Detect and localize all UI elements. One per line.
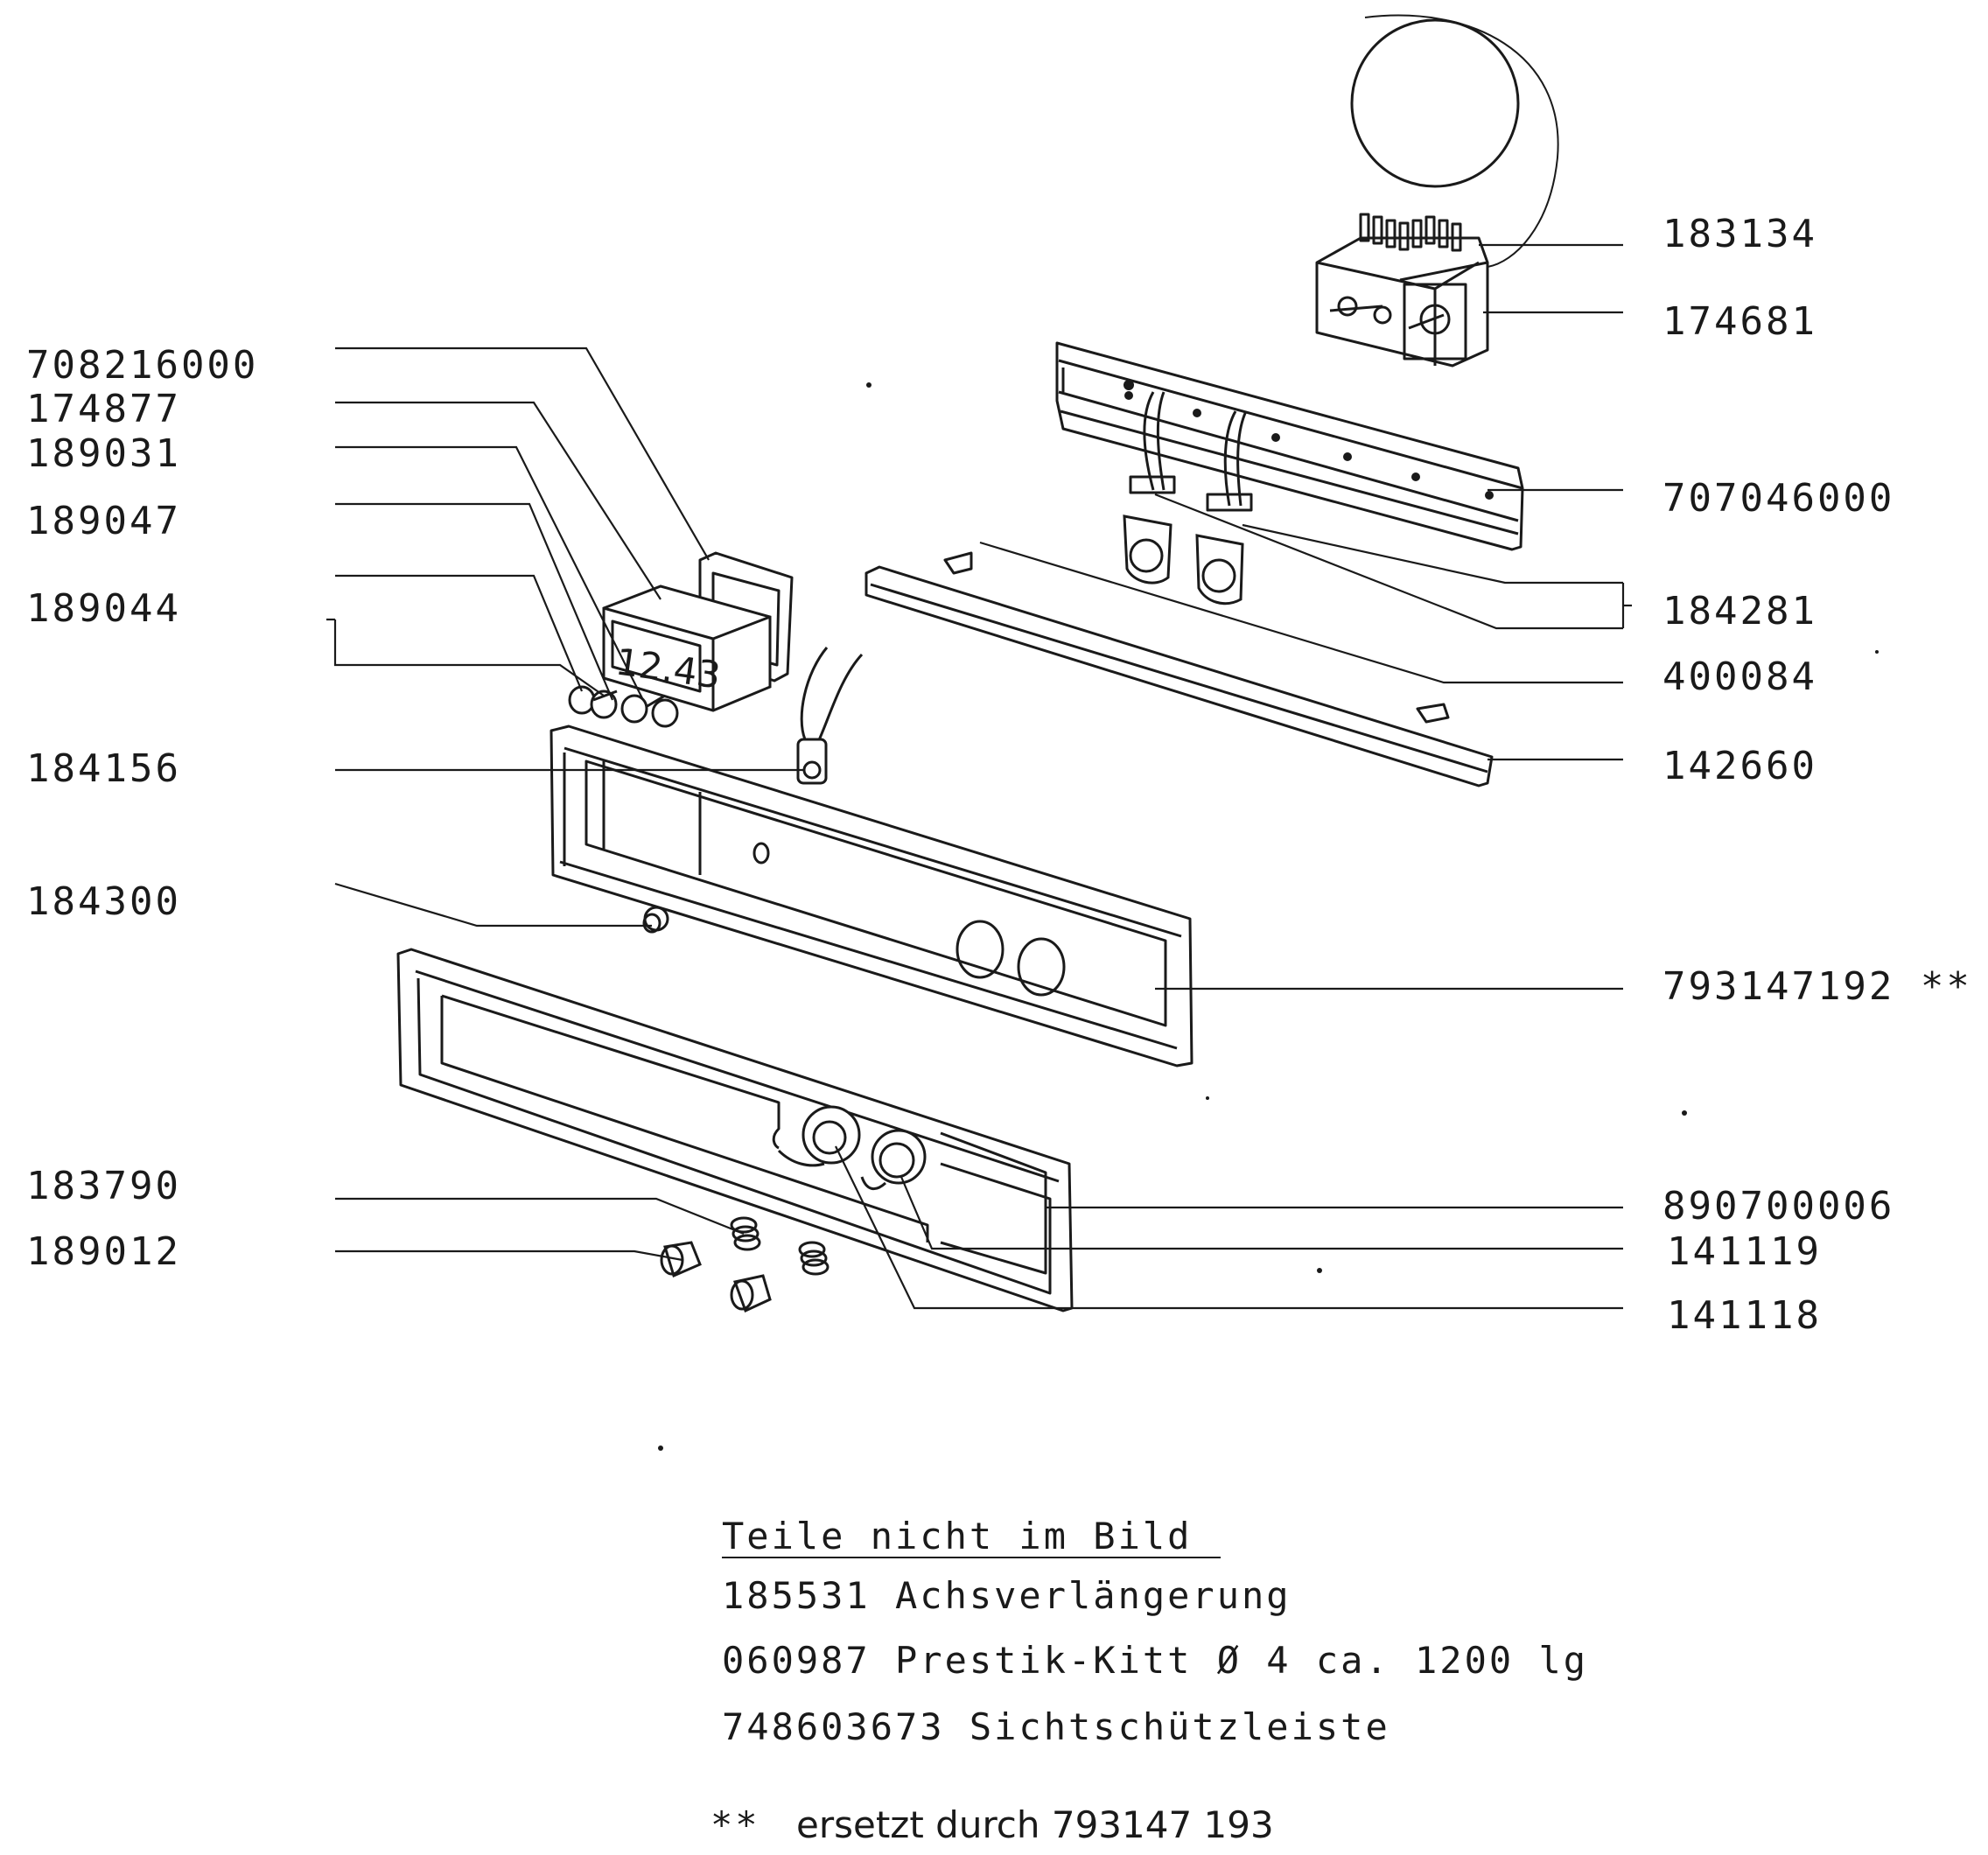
label-141118: 141118 [1667,1293,1822,1338]
label-141119: 141119 [1667,1229,1822,1274]
label-184300: 184300 [26,879,181,924]
label-189044: 189044 [26,586,181,631]
replacement-marker: ** [710,1803,760,1846]
front-panel-drawing [550,724,1194,1068]
label-174681: 174681 [1662,299,1817,344]
leader-lines [326,243,1632,1310]
notes-line-achsverlaengerung: 185531 Achsverlängerung [722,1574,1292,1617]
profile-rail-drawing [1055,341,1524,605]
label-184281: 184281 [1662,589,1817,634]
notes-line-sichtschutzleiste: 748603673 Sichtschützleiste [722,1705,1390,1748]
label-189031: 189031 [26,431,181,476]
label-183134: 183134 [1662,212,1817,256]
label-142660: 142660 [1662,744,1817,788]
label-189012: 189012 [26,1229,181,1274]
control-panel-frame-drawing [396,948,1074,1313]
notes-heading: Teile nicht im Bild [722,1515,1192,1558]
label-189047: 189047 [26,499,181,543]
label-793147192: 793147192 ** [1662,964,1972,1009]
scan-specks [658,382,1879,1451]
clock-module-drawing: 12.43 [568,551,864,785]
thermostat-switch-drawing [1315,14,1559,368]
label-707046000: 707046000 [1662,476,1894,521]
label-183790: 183790 [26,1164,181,1208]
label-890700006: 890700006 [1662,1184,1894,1228]
label-708216000: 708216000 [26,343,258,388]
label-174877: 174877 [26,387,181,431]
light-strip-drawing [864,551,1494,788]
label-184156: 184156 [26,746,181,791]
replacement-note: ersetzt durch 793147 193 [796,1803,1274,1846]
label-400084: 400084 [1662,654,1817,699]
notes-line-prestik-kitt: 060987 Prestik-Kitt Ø 4 ca. 1200 lg [722,1639,1588,1682]
